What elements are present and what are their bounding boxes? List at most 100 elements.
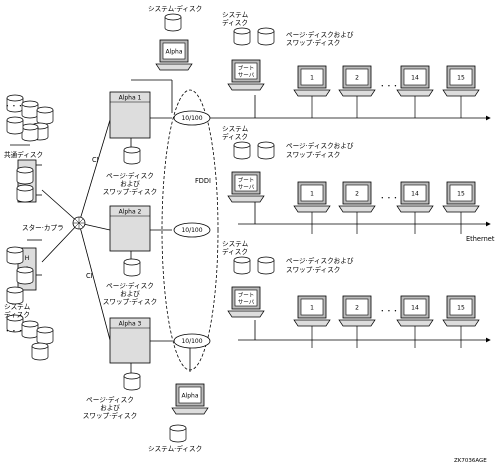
boot-server-label-line1: ブート [238,291,255,299]
workstation-icon: 1 [293,295,331,327]
workstation-label: 14 [411,191,419,198]
disk-icon [6,94,24,113]
workstation-icon: 15 [442,65,480,97]
workstation-label: 1 [310,191,314,198]
disk-icon [123,372,141,391]
workstation-label: 1 [310,75,314,82]
boot2-page-swap-1: ページ·ディスクおよび [286,141,354,150]
dots-left-bottom: ・・・ [4,327,24,335]
boot-server-label-line2: サーバ [238,299,255,306]
disk-icon [36,326,54,345]
disk-icon [257,27,275,46]
alpha1-swap-disk: スワップ·ディスク [103,187,157,196]
fddi-label: FDDI [195,177,211,185]
dots-row-3: ・・・ [379,307,399,315]
alpha-station-icon: Alpha [155,39,193,71]
workstation-label: 14 [411,305,419,312]
alpha2-page-disk: ページ·ディスク [106,281,154,290]
workstation-label: 15 [457,75,465,82]
workstation-label: 2 [355,191,359,198]
boot1-page-swap-1: ページ·ディスクおよび [286,30,354,39]
workstation-icon: 14 [396,65,434,97]
dots-left-top: ・・・ [4,102,24,110]
boot3-system-label: システム [222,240,249,248]
workstation-label: 1 [310,305,314,312]
workstation-label: 2 [355,305,359,312]
disk-icon [16,166,34,185]
disk-icon [6,116,24,135]
alpha1-page-disk: ページ·ディスク [106,171,154,180]
alpha-node-1: Alpha 1 [109,91,151,139]
boot3-page-swap-1: ページ·ディスクおよび [286,256,354,265]
figure-id: ZK7036AGE [454,458,487,464]
alpha2-and: および [120,290,140,298]
alpha-station-label: Alpha [165,49,182,56]
workstation-icon: 2 [338,295,376,327]
alpha3-and: および [100,404,120,412]
boot1-system-label: システム [222,11,249,19]
disk-icon [21,100,39,119]
alpha1-and: および [120,180,140,188]
disk-icon [233,256,251,275]
alpha2-swap-disk: スワップ·ディスク [103,297,157,306]
alpha3-page-disk: ページ·ディスク [86,395,134,404]
boot2-disk-label: ディスク [222,132,248,141]
boot2-system-label: システム [222,125,249,133]
svg-text:10/100: 10/100 [181,338,202,345]
workstation-label: 14 [411,75,419,82]
disk-icon [233,141,251,160]
switch-10-100-2: 10/100 [173,222,211,238]
workstation-icon: 15 [442,295,480,327]
dots-row-2: ・・・ [379,194,399,202]
boot2-page-swap-2: スワップ·ディスク [286,150,340,159]
disk-icon [16,184,34,203]
svg-text:H: H [25,255,30,262]
workstation-label: 15 [457,191,465,198]
left-system-label: システム [4,303,31,311]
switch-10-100-1: 10/100 [173,110,211,126]
workstation-label: 15 [457,305,465,312]
alpha-station-label: Alpha [181,393,198,400]
bottom-system-disk-label: システム·ディスク [148,444,202,453]
disk-icon [257,141,275,160]
ci-label-2: CI [86,272,93,280]
dots-row-1: ・・・ [379,82,399,90]
disk-icon [21,123,39,142]
disk-icon [123,258,141,277]
disk-icon [16,266,34,285]
star-coupler [72,216,86,230]
disk-icon [257,256,275,275]
disk-icon [21,320,39,339]
disk-icon [31,342,49,361]
disk-icon [6,286,24,305]
svg-text:10/100: 10/100 [181,115,202,122]
disk-icon [123,146,141,165]
alpha-node-3: Alpha 3 [109,317,151,364]
workstation-icon: 1 [293,181,331,213]
connection-lines [10,79,491,378]
disk-icon [169,424,187,443]
fddi-ring [161,89,219,371]
workstation-icon: 15 [442,181,480,213]
disk-icons [6,13,275,443]
alpha-station-icon: Alpha [171,383,209,415]
boot1-page-swap-2: スワップ·ディスク [286,38,340,47]
workstation-icon: 2 [338,65,376,97]
workstation-icon: 1 [293,65,331,97]
left-disk-label: ディスク [4,310,30,319]
svg-text:Alpha 1: Alpha 1 [119,95,142,102]
boot1-disk-label: ディスク [222,18,248,27]
disk-icon [36,106,54,125]
boot-server-label-line2: サーバ [238,184,255,191]
star-coupler-label: スター·カプラ [22,223,64,232]
alpha-node-2: Alpha 2 [109,205,151,252]
boot3-disk-label: ディスク [222,247,248,256]
boot3-page-swap-2: スワップ·ディスク [286,265,340,274]
svg-text:Alpha 3: Alpha 3 [119,321,142,328]
top-system-disk-label: システム·ディスク [148,4,202,13]
